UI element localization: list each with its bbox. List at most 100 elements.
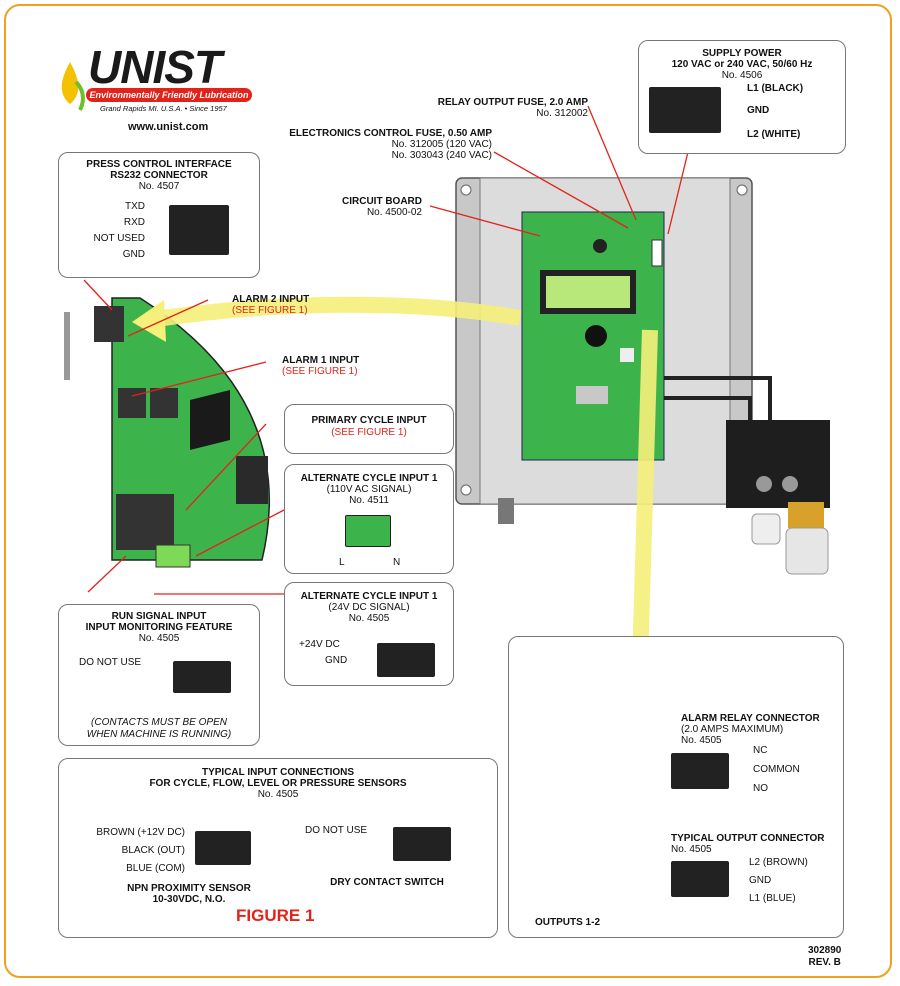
alarm-relay-pin-nc: NC: [753, 745, 768, 756]
revision-label: REV. B: [808, 957, 841, 968]
typical-input-part: No. 4505: [257, 789, 299, 800]
ac-plug: [155, 544, 191, 568]
ac-connector: [345, 515, 391, 547]
electronics-fuse-title: ELECTRONICS CONTROL FUSE, 0.50 AMP: [289, 128, 492, 139]
logo-band: Environmentally Friendly Lubrication: [86, 88, 252, 102]
primary-cycle-box: PRIMARY CYCLE INPUT (SEE FIGURE 1): [284, 404, 454, 454]
npn-title: NPN PROXIMITY SENSOR: [127, 883, 251, 894]
supply-power-title: SUPPLY POWER: [702, 48, 782, 59]
alarm-relay-spec: (2.0 AMPS MAXIMUM): [681, 724, 784, 735]
alt-cycle-ac-signal: (110V AC SIGNAL): [326, 484, 412, 495]
circuit-board-title: CIRCUIT BOARD: [342, 196, 422, 207]
typical-input-title: TYPICAL INPUT CONNECTIONS: [201, 767, 355, 778]
run-signal-pin: DO NOT USE: [79, 657, 142, 668]
npn-spec: 10-30VDC, N.O.: [152, 894, 226, 905]
rs232-connector: [169, 205, 229, 255]
alt-cycle-ac-box: ALTERNATE CYCLE INPUT 1 (110V AC SIGNAL)…: [284, 464, 454, 574]
supply-power-spec: 120 VAC or 240 VAC, 50/60 Hz: [671, 59, 813, 70]
run-signal-note-2: WHEN MACHINE IS RUNNING): [86, 729, 232, 740]
typical-input-subtitle: FOR CYCLE, FLOW, LEVEL OR PRESSURE SENSO…: [149, 778, 407, 789]
unist-logo: UNIST Environmentally Friendly Lubricati…: [56, 41, 268, 134]
page-frame: [4, 4, 892, 978]
electronics-fuse-part-120: No. 312005 (120 VAC): [391, 139, 492, 150]
rs232-pin-not-used: NOT USED: [93, 233, 146, 244]
alt-cycle-dc-signal: (24V DC SIGNAL): [328, 602, 410, 613]
relay-fuse-part: No. 312002: [536, 108, 588, 119]
run-signal-title: RUN SIGNAL INPUT: [111, 611, 207, 622]
npn-pin-black: BLACK (OUT): [121, 845, 185, 856]
dry-contact-connector: [393, 827, 451, 861]
lcd-display: [546, 276, 630, 308]
supply-pin-gnd: GND: [747, 105, 770, 116]
circuit-board-part: No. 4500-02: [366, 207, 422, 218]
alt-cycle-dc-box: ALTERNATE CYCLE INPUT 1 (24V DC SIGNAL) …: [284, 582, 454, 686]
supply-power-box: SUPPLY POWER 120 VAC or 240 VAC, 50/60 H…: [638, 40, 846, 154]
document-number: 302890: [808, 945, 842, 956]
output-connector-title: TYPICAL OUTPUT CONNECTOR: [671, 833, 825, 844]
dry-contact-title: DRY CONTACT SWITCH: [330, 877, 444, 888]
alt-cycle-ac-title: ALTERNATE CYCLE INPUT 1: [300, 473, 438, 484]
run-signal-part: No. 4505: [138, 633, 180, 644]
npn-connector: [195, 831, 251, 865]
alarm1-title: ALARM 1 INPUT: [282, 355, 360, 366]
alarm-relay-pin-common: COMMON: [753, 764, 800, 775]
press-control-subtitle: RS232 CONNECTOR: [110, 170, 208, 181]
rs232-pin-txd: TXD: [125, 201, 145, 212]
ac-pin-n: N: [393, 557, 401, 568]
dc-connector: [377, 643, 435, 677]
alarm-relay-title: ALARM RELAY CONNECTOR: [681, 713, 820, 724]
solenoid-valves: [726, 420, 830, 508]
board-relay: [236, 456, 268, 504]
alt-cycle-dc-part: No. 4505: [348, 613, 390, 624]
alarm2-ref: (SEE FIGURE 1): [232, 305, 308, 316]
dc-pin-24v: +24V DC: [299, 639, 340, 650]
website-url[interactable]: www.unist.com: [128, 121, 209, 133]
rs232-pin-rxd: RXD: [123, 217, 145, 228]
rs232-pin-gnd: GND: [122, 249, 145, 260]
run-signal-connector: [173, 661, 231, 693]
typical-input-box: TYPICAL INPUT CONNECTIONS FOR CYCLE, FLO…: [58, 758, 498, 938]
figure-1-label: FIGURE 1: [236, 906, 315, 925]
run-signal-note-1: (CONTACTS MUST BE OPEN: [91, 717, 227, 728]
primary-cycle-title: PRIMARY CYCLE INPUT: [311, 415, 427, 426]
alarm1-header-b: [150, 388, 178, 418]
outputs-label: OUTPUTS 1-2: [535, 917, 601, 928]
alarm2-title: ALARM 2 INPUT: [232, 294, 310, 305]
alt-cycle-ac-part: No. 4511: [349, 495, 389, 506]
press-control-title: PRESS CONTROL INTERFACE: [86, 159, 232, 170]
document-revision: 302890 REV. B: [808, 945, 841, 969]
run-signal-subtitle: INPUT MONITORING FEATURE: [85, 622, 233, 633]
supply-power-connector: [649, 87, 721, 133]
supply-pin-l1: L1 (BLACK): [747, 83, 804, 94]
alt-cycle-dc-title: ALTERNATE CYCLE INPUT 1: [300, 591, 438, 602]
ac-pin-l: L: [339, 557, 345, 568]
board-cutout: [190, 390, 230, 450]
alarm-relay-part: No. 4505: [681, 735, 722, 746]
output-pin-l2: L2 (BROWN): [749, 857, 808, 868]
alarm1-header-a: [118, 388, 146, 418]
outputs-box: ALARM RELAY CONNECTOR (2.0 AMPS MAXIMUM)…: [508, 636, 844, 938]
output-pin-gnd: GND: [749, 875, 772, 886]
rs232-header: [94, 306, 124, 342]
dc-pin-gnd: GND: [325, 655, 348, 666]
npn-pin-brown: BROWN (+12V DC): [96, 827, 185, 838]
cycle-headers: [116, 494, 174, 550]
output-connector: [671, 861, 729, 897]
output-pin-l1: L1 (BLUE): [749, 893, 796, 904]
press-control-box: PRESS CONTROL INTERFACE RS232 CONNECTOR …: [58, 152, 260, 278]
relay-fuse-title: RELAY OUTPUT FUSE, 2.0 AMP: [437, 97, 588, 108]
alarm1-ref: (SEE FIGURE 1): [282, 366, 358, 377]
bracket: [64, 312, 70, 380]
alarm-relay-connector: [671, 753, 729, 789]
logo-wordmark: UNIST: [88, 41, 222, 93]
electronics-fuse-part-240: No. 303043 (240 VAC): [391, 150, 492, 161]
output-connector-part: No. 4505: [671, 844, 712, 855]
supply-power-part: No. 4506: [721, 70, 763, 81]
npn-pin-blue: BLUE (COM): [126, 863, 185, 874]
run-signal-box: RUN SIGNAL INPUT INPUT MONITORING FEATUR…: [58, 604, 260, 746]
primary-cycle-ref: (SEE FIGURE 1): [331, 427, 407, 438]
dry-contact-pin: DO NOT USE: [305, 825, 368, 836]
alarm-relay-pin-no: NO: [753, 783, 768, 794]
supply-pin-l2: L2 (WHITE): [747, 129, 801, 140]
